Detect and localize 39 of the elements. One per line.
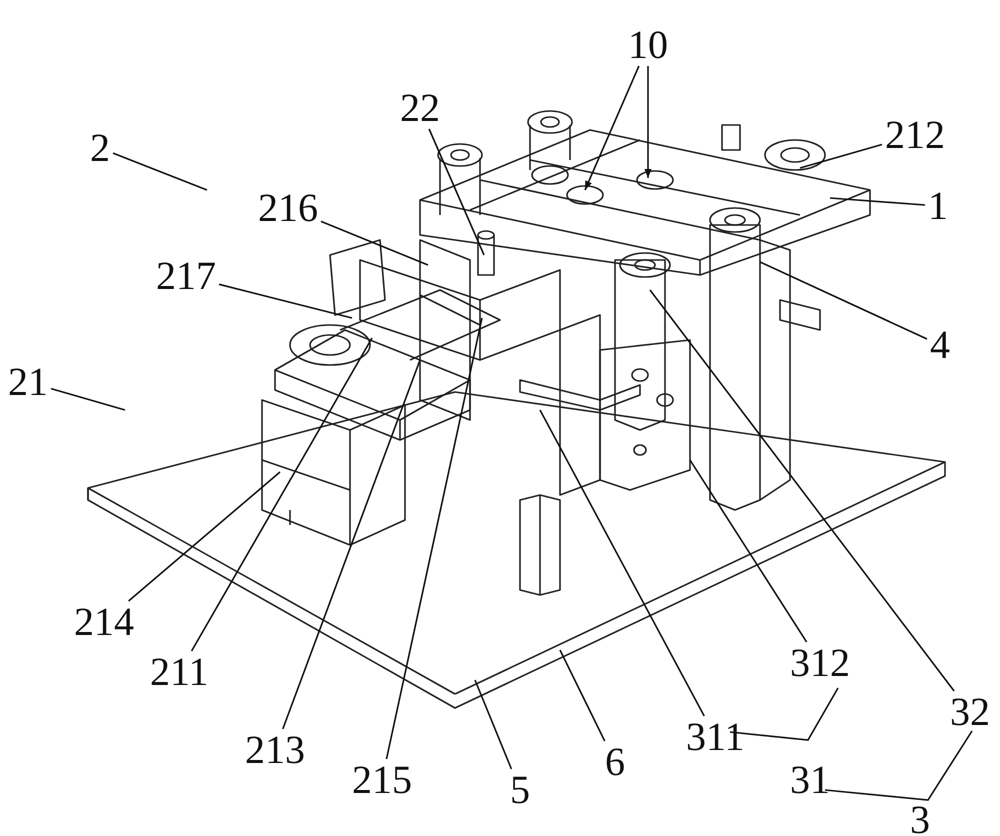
leader-line (128, 471, 281, 602)
callout-number: 31 (790, 760, 830, 800)
leader-line (428, 128, 485, 256)
callout-number: 22 (400, 88, 440, 128)
callout-number: 21 (8, 362, 48, 402)
callout-number: 32 (950, 692, 990, 732)
leader-line (282, 360, 421, 730)
callout-number: 311 (686, 717, 745, 757)
callout-number: 4 (930, 325, 950, 365)
callout-number: 312 (790, 643, 850, 683)
leader-line (218, 284, 352, 319)
callout-number: 10 (628, 25, 668, 65)
leader-line (386, 318, 483, 760)
callout-number: 1 (928, 186, 948, 226)
callout-number: 6 (605, 742, 625, 782)
callout-number: 212 (885, 115, 945, 155)
leader-line (830, 197, 926, 206)
callout-number: 2 (90, 128, 110, 168)
callout-number: 3 (910, 800, 930, 836)
leader-line (760, 261, 928, 340)
leader-line (800, 144, 882, 169)
leader-line (539, 410, 705, 716)
leader-line (112, 152, 208, 191)
leader-line (474, 680, 512, 770)
leader-line (190, 338, 373, 652)
leader-line (50, 388, 126, 411)
callout-number: 215 (352, 760, 412, 800)
leader-arrow (644, 66, 652, 178)
callout-number: 217 (156, 256, 216, 296)
callout-number: 5 (510, 770, 530, 810)
leader-line (649, 290, 955, 692)
leader-line (559, 650, 606, 742)
leader-line (689, 460, 808, 642)
callout-number: 211 (150, 652, 209, 692)
callout-number: 213 (245, 730, 305, 770)
leader-line (320, 220, 428, 266)
callout-number: 216 (258, 188, 318, 228)
leader-arrow (584, 66, 640, 190)
callout-number: 214 (74, 602, 134, 642)
